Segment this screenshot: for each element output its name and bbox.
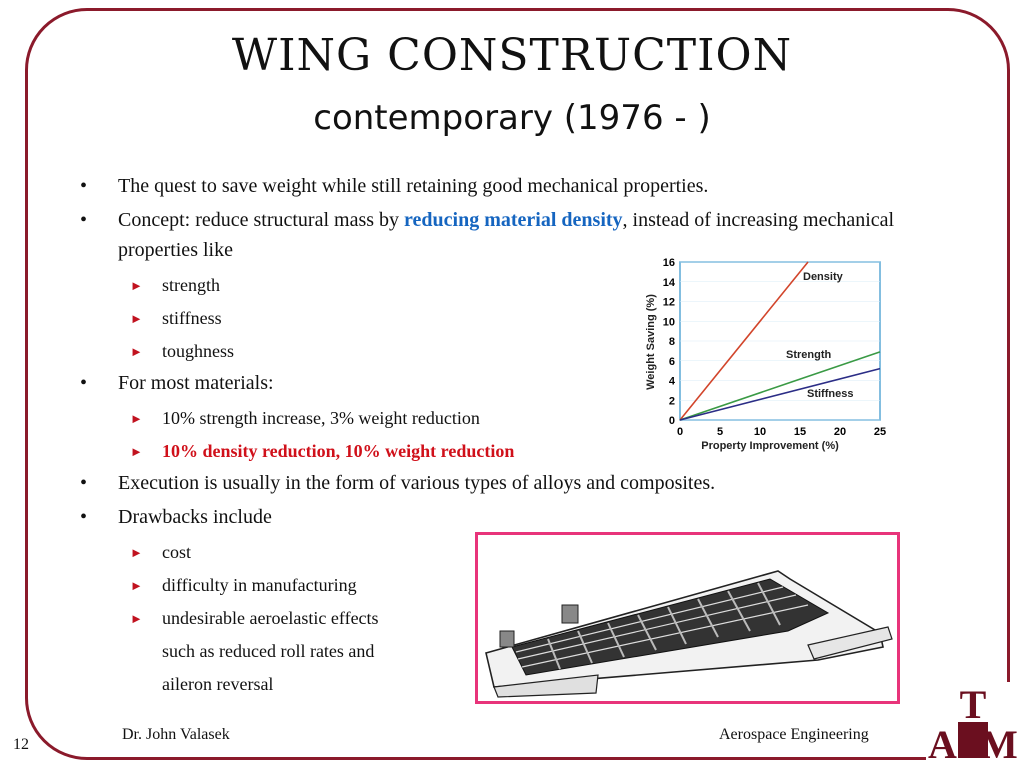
series-line-stiffness (679, 367, 881, 421)
y-tick-label: 16 (663, 257, 675, 269)
series-line-strength (679, 351, 881, 421)
bullet-item: • Concept: reduce structural mass by red… (80, 205, 900, 265)
bullet-dot-icon: • (80, 175, 88, 197)
author-name: Dr. John Valasek (122, 726, 230, 743)
chart-series (679, 261, 881, 421)
arrow-bullet-icon: ► (130, 278, 143, 293)
series-label-strength: Strength (786, 349, 832, 361)
bullet-item: • The quest to save weight while still r… (80, 171, 900, 201)
highlight-text: reducing material density (404, 209, 623, 231)
sub-bullet-item: ► strength (80, 269, 900, 302)
x-tick-label: 5 (717, 426, 723, 438)
y-tick-label: 6 (669, 356, 675, 368)
y-tick-label: 12 (663, 297, 675, 309)
bullet-list: • The quest to save weight while still r… (80, 171, 900, 701)
arrow-bullet-icon: ► (130, 411, 143, 426)
y-tick-label: 14 (663, 277, 676, 289)
sub-bullet-item: ► cost (80, 536, 900, 569)
bullet-item: • For most materials: (80, 368, 900, 398)
y-tick-label: 4 (669, 376, 676, 388)
x-tick-label: 0 (677, 426, 683, 438)
chart-grid (680, 261, 880, 421)
page-number: 12 (13, 736, 29, 753)
series-label-stiffness: Stiffness (807, 388, 853, 400)
arrow-bullet-icon: ► (130, 578, 143, 593)
slide-subtitle: contemporary (1976 - ) (313, 98, 711, 138)
sub-bullet-item: ► difficulty in manufacturing (80, 569, 900, 602)
arrow-bullet-icon: ► (130, 611, 143, 626)
svg-text:T: T (960, 682, 987, 727)
x-tick-label: 15 (794, 426, 806, 438)
x-tick-label: 10 (754, 426, 766, 438)
svg-text:A: A (928, 722, 957, 762)
sub-bullet-item: ► 10% density reduction, 10% weight redu… (80, 435, 900, 468)
sub-bullet-continuation: such as reduced roll rates and (162, 641, 375, 661)
arrow-bullet-icon: ► (130, 344, 143, 359)
wing-structure-image (475, 532, 900, 704)
arrow-bullet-icon: ► (130, 444, 143, 459)
arrow-bullet-icon: ► (130, 311, 143, 326)
x-tick-label: 25 (874, 426, 886, 438)
weight-saving-chart: 0 2 4 6 8 10 12 14 16 0 5 10 15 20 25 Property Improve… (645, 257, 886, 452)
y-tick-label: 2 (669, 395, 675, 407)
bullet-item: • Drawbacks include (80, 502, 900, 532)
series-label-density: Density (803, 271, 844, 283)
department-name: Aerospace Engineering (719, 726, 869, 743)
series-line-density (679, 261, 809, 421)
arrow-bullet-icon: ► (130, 545, 143, 560)
chart-ticks: 0 2 4 6 8 10 12 14 16 0 5 10 15 20 25 (663, 257, 886, 438)
bullet-dot-icon: • (80, 209, 88, 231)
y-tick-label: 8 (669, 336, 675, 348)
bullet-item: • Execution is usually in the form of va… (80, 468, 900, 498)
bullet-dot-icon: • (80, 506, 88, 528)
x-axis-label: Property Improvement (%) (701, 440, 839, 452)
y-tick-label: 10 (663, 316, 675, 328)
wing-illustration (485, 570, 893, 698)
y-tick-label: 0 (669, 415, 675, 427)
sub-bullet-continuation: aileron reversal (162, 674, 274, 694)
slide-title: WING CONSTRUCTION (231, 30, 793, 81)
x-tick-label: 20 (834, 426, 846, 438)
sub-bullet-item: ► stiffness (80, 302, 900, 335)
bullet-dot-icon: • (80, 372, 88, 394)
y-axis-label: Weight Saving (%) (645, 294, 657, 390)
slide-frame (25, 8, 1010, 760)
bullet-dot-icon: • (80, 472, 88, 494)
sub-bullet-item: ► toughness (80, 335, 900, 368)
atm-logo-icon: T A M (926, 682, 1020, 762)
sub-bullet-item: ► undesirable aeroelastic effects (80, 602, 900, 635)
sub-bullet-item: ► 10% strength increase, 3% weight reduc… (80, 402, 900, 435)
